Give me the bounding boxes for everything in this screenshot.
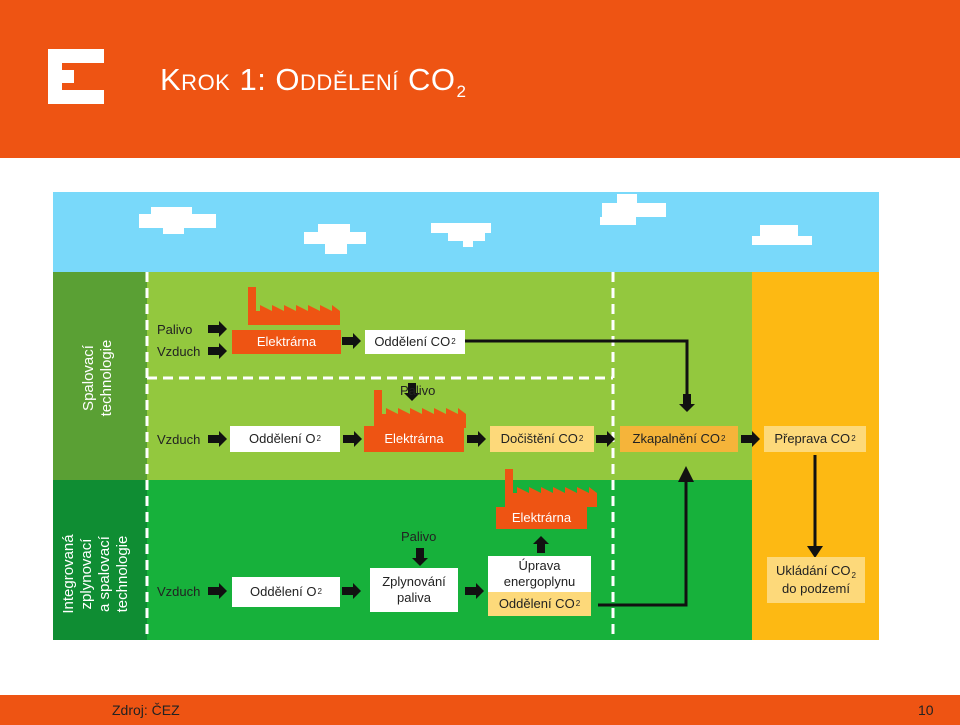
flow-line-top	[465, 339, 689, 398]
page-title: Krok 1: Oddělení CO2	[160, 62, 467, 102]
arrow-up-icon	[533, 536, 549, 553]
cloud-2	[304, 224, 366, 254]
label-vzduch-bottom: Vzduch	[157, 584, 201, 599]
side-band-top	[53, 272, 147, 480]
arrow-down-icon	[807, 546, 823, 558]
cloud-4	[600, 194, 666, 225]
header-bar	[0, 0, 960, 158]
flow-line-bottom	[598, 480, 688, 607]
side-band-bottom	[53, 480, 147, 640]
lower-zone	[147, 480, 752, 640]
label-palivo-middle: Palivo	[400, 383, 436, 398]
label-palivo: Palivo	[157, 322, 193, 337]
arrow-up-icon	[678, 466, 694, 482]
box-elektrarna-bottom: Elektrárna	[496, 507, 587, 529]
cloud-1	[139, 207, 216, 234]
box-elektrarna-middle: Elektrárna	[364, 426, 464, 452]
box-elektrarna-top: Elektrárna	[232, 330, 341, 354]
cez-logo	[48, 49, 104, 104]
dashed-separators	[145, 272, 615, 640]
cloud-5	[752, 225, 812, 245]
label-vzduch-middle: Vzduch	[157, 432, 201, 447]
label-vzduch: Vzduch	[157, 344, 201, 359]
cloud-3	[431, 223, 491, 247]
footer-bar	[0, 695, 960, 725]
page-number: 10	[918, 702, 934, 718]
footer-source: Zdroj: ČEZ	[112, 702, 180, 718]
label-palivo-bottom: Palivo	[401, 529, 437, 544]
